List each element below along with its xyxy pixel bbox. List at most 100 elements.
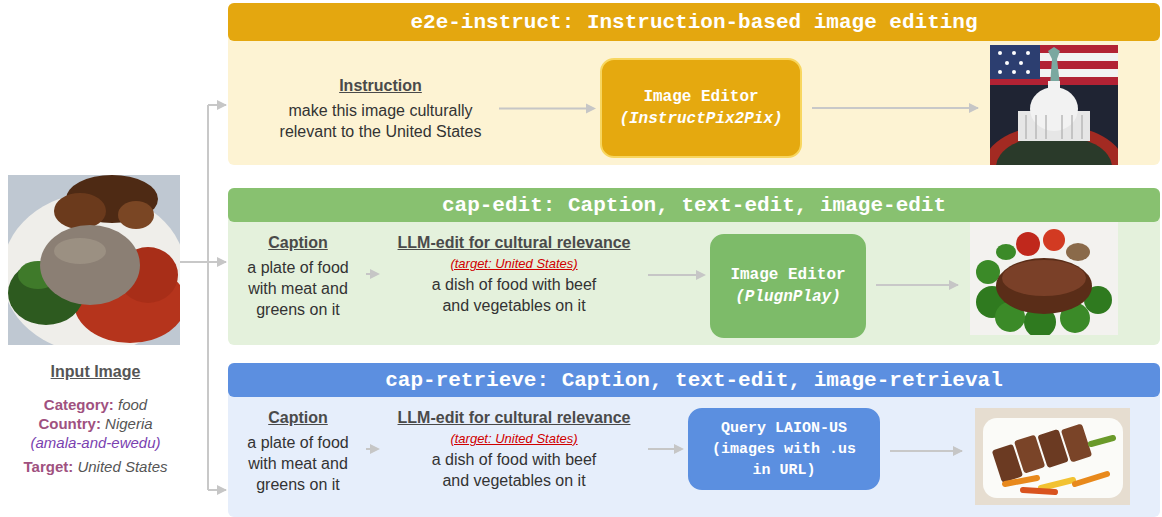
output-steak-image-part (1024, 306, 1056, 338)
output-capitol-image-part (990, 69, 1118, 77)
box-subtitle: (InstructPix2Pix) (619, 108, 782, 130)
output-retrieved-image-part-part (1005, 478, 1037, 484)
image-label: Input Image (51, 363, 141, 380)
image-label: Nigeria (105, 415, 153, 432)
process-box: Image Editor(PlugnPlay) (710, 234, 866, 338)
label-row: Input Image (8, 362, 183, 381)
block-heading: LLM-edit for cultural relevance (384, 232, 644, 253)
output-retrieved-image-part (983, 418, 1123, 498)
output-retrieved-image-part-part (1037, 429, 1068, 468)
block-heading: Instruction (266, 75, 495, 96)
output-retrieved-image-part-part (1023, 490, 1055, 492)
output-retrieved-image-part (1005, 438, 1113, 492)
label-row: Target: United States (8, 457, 183, 476)
target-note: (target: United States) (384, 431, 644, 446)
input-food-photo-part (8, 261, 84, 325)
flow-arrow (366, 444, 380, 454)
input-food-photo-part (18, 261, 58, 289)
box-title: Query LAION-US (721, 418, 847, 439)
image-label: Category: (44, 396, 114, 413)
block-text: make this image culturally relevant to t… (266, 100, 495, 142)
output-capitol-image-part-part (1045, 115, 1047, 139)
input-food-photo-part (2, 193, 186, 353)
text-block: LLM-edit for cultural relevance (target: … (384, 407, 644, 491)
label-row: Category: food (8, 395, 183, 414)
output-capitol-image-part (1026, 70, 1030, 74)
process-box: Image Editor(InstructPix2Pix) (600, 58, 802, 158)
text-block: LLM-edit for cultural relevance(target: … (384, 232, 644, 316)
arrow-line (366, 273, 371, 275)
input-food-photo (2, 175, 186, 353)
output-steak-image-part (976, 286, 1008, 318)
process-box: Query LAION-US(images with .us in URL) (688, 408, 880, 490)
image-label: food (118, 396, 147, 413)
panel-header-band: cap-edit: Caption, text-edit, image-edit (228, 188, 1160, 222)
output-capitol-image-part (990, 45, 1118, 53)
text-block: Captiona plate of food with meat and gre… (234, 407, 362, 495)
block-text: a plate of food with meat and greens on … (234, 432, 362, 495)
output-capitol-image-part (984, 125, 1124, 205)
flow-arrow (499, 104, 596, 114)
arrow-line (499, 108, 587, 110)
output-arrows-part (812, 107, 978, 109)
branch-arrows-part (207, 105, 209, 490)
output-capitol-image-part (1030, 87, 1078, 131)
output-capitol-image-part (1048, 47, 1060, 85)
output-capitol-image-part (1012, 70, 1016, 74)
output-steak-image-part (996, 244, 1016, 260)
output-steak-image-part (995, 302, 1025, 332)
input-food-photo-part (118, 201, 154, 229)
output-retrieved-image-part-part (992, 444, 1023, 483)
panel-header-band: cap-retrieve: Caption, text-edit, image-… (228, 363, 1160, 397)
branch-arrows-part (208, 104, 226, 106)
branch-arrows-part (180, 261, 208, 263)
box-subtitle: (PlugnPlay) (735, 286, 841, 308)
output-retrieved-image-part-part (1091, 438, 1113, 444)
arrow-line (648, 448, 675, 450)
input-food-photo-part (40, 225, 140, 305)
box-subtitle: (images with .us in URL) (703, 439, 865, 481)
panel-header-band: e2e-instruct: Instruction-based image ed… (228, 3, 1160, 41)
box-content: Query LAION-US(images with .us in URL) (703, 418, 865, 481)
flow-arrow (648, 444, 684, 454)
output-steak-image-part (1060, 303, 1090, 333)
arrowhead (586, 104, 596, 114)
output-retrieved-image-part (991, 420, 1092, 485)
arrow-line (648, 274, 697, 276)
output-capitol-image-part-part (1025, 115, 1027, 139)
block-heading: LLM-edit for cultural relevance (384, 407, 644, 428)
label-row: Country: Nigeria (8, 414, 183, 433)
output-capitol-image-part (1026, 51, 1030, 55)
output-capitol-image-part-part (1081, 115, 1083, 139)
output-capitol-image-part (1012, 51, 1016, 55)
output-retrieved-image-part-part (1075, 474, 1107, 484)
output-retrieved-image-part (975, 408, 1130, 505)
input-image-caption: Input ImageCategory: foodCountry: Nigeri… (8, 362, 183, 476)
text-block: Captiona plate of food with meat and gre… (234, 232, 362, 320)
image-label: Country: (38, 415, 101, 432)
output-capitol-image-part (990, 45, 1040, 79)
panel-title: cap-edit: Caption, text-edit, image-edit (442, 194, 946, 217)
box-title: Image Editor (730, 264, 845, 286)
arrow-line (366, 448, 371, 450)
image-label: Target: (24, 458, 74, 475)
label-row: (amala-and-ewedu) (8, 433, 183, 452)
output-capitol-image-part (1048, 81, 1060, 91)
output-steak-image-part (1016, 232, 1040, 256)
output-capitol-image-part (990, 77, 1118, 85)
input-food-photo-part (74, 263, 186, 343)
block-heading: Caption (234, 232, 362, 253)
block-text: a dish of food with beef and vegetables … (417, 449, 612, 491)
output-capitol-image-part (990, 61, 1118, 69)
output-capitol-image (984, 45, 1124, 205)
panel-title: cap-retrieve: Caption, text-edit, image-… (385, 369, 1003, 392)
output-capitol-image-part-part (1061, 115, 1063, 139)
output-capitol-image-part (998, 70, 1002, 74)
output-retrieved-image-part-part (1014, 434, 1045, 473)
branch-arrows-part (208, 261, 226, 263)
output-capitol-image-part (990, 45, 1118, 165)
output-capitol-image-part (998, 51, 1002, 55)
output-capitol-image-part-part (1071, 115, 1073, 139)
